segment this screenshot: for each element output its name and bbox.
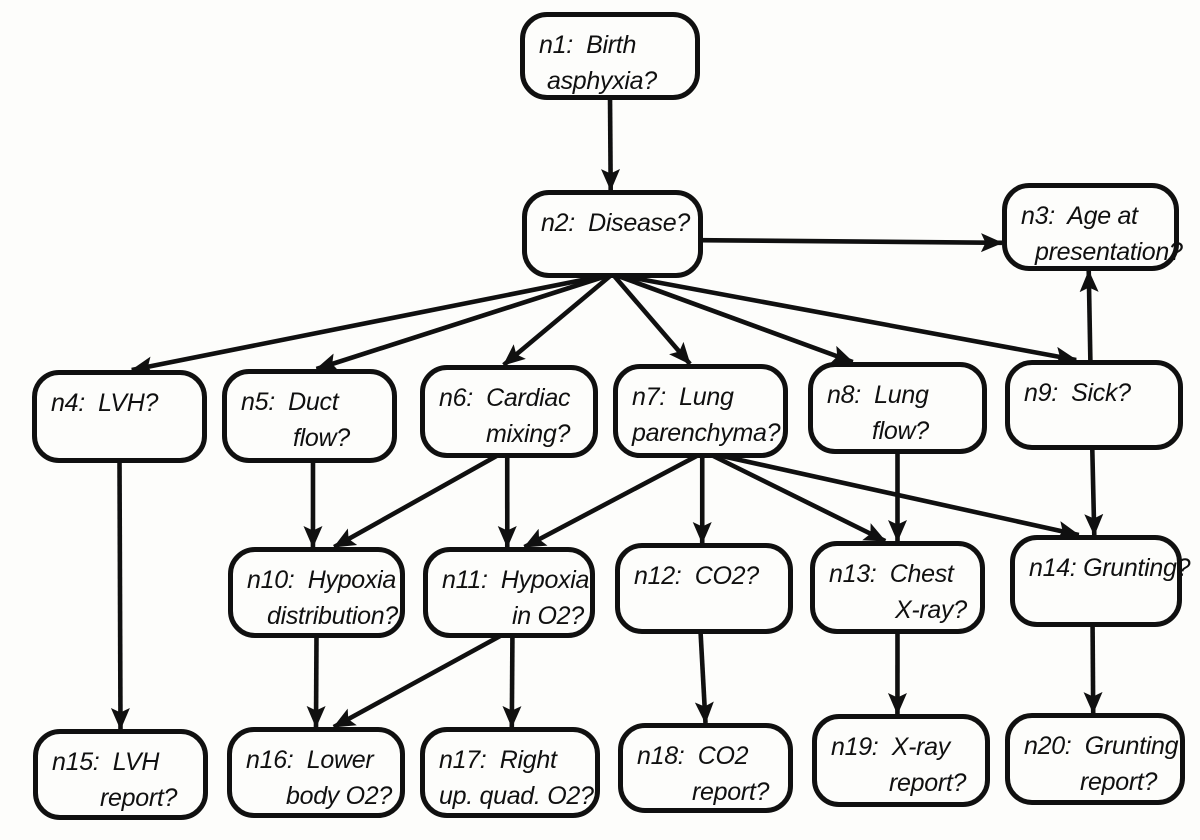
node-n15: n15: LVH report?	[33, 729, 208, 820]
node-n16: n16: Lower body O2?	[227, 727, 405, 818]
node-n1: n1: Birth asphyxia?	[520, 12, 700, 100]
node-n13-label-line-1: n13: Chest	[829, 560, 954, 588]
node-n4: n4: LVH?	[32, 370, 207, 463]
node-n16-label-line-1: n16: Lower	[246, 746, 374, 774]
node-n18-label-line-2: report?	[692, 778, 770, 806]
node-n5: n5: Duct flow?	[222, 369, 397, 463]
node-n6: n6: Cardiac mixing?	[420, 365, 598, 458]
node-n7-label-line-1: n7: Lung	[632, 383, 734, 411]
edge-n2-n4	[130, 271, 613, 376]
node-n6-label-line-2: mixing?	[486, 420, 571, 448]
edge-n11-n17	[502, 633, 522, 728]
node-n14-label-line-1: n14: Grunting?	[1029, 554, 1191, 582]
node-n18-label-line-1: n18: CO2	[637, 742, 749, 770]
node-n11: n11: Hypoxia in O2?	[423, 547, 595, 638]
edge-n2-n6	[502, 272, 614, 367]
node-n8-label-line-2: flow?	[872, 417, 929, 445]
node-n5-label-line-2: flow?	[293, 424, 350, 452]
node-n16-label-line-2: body O2?	[286, 782, 393, 810]
node-n11-label-line-2: in O2?	[512, 602, 584, 630]
edge-n12-n18	[694, 629, 714, 724]
node-n9: n9: Sick?	[1005, 360, 1183, 450]
node-n8: n8: Lung flow?	[808, 362, 987, 454]
edge-n11-n16	[332, 631, 505, 730]
edge-n7-n13	[708, 451, 887, 544]
node-n10-label-line-2: distribution?	[267, 602, 398, 630]
node-n6-label-line-1: n6: Cardiac	[439, 384, 571, 412]
node-n3-label-line-1: n3: Age at	[1021, 202, 1138, 230]
node-n1-label-line-2: asphyxia?	[547, 67, 657, 95]
edge-n1-n2	[601, 95, 621, 191]
node-n17: n17: Right up. quad. O2?	[420, 727, 600, 818]
edge-n4-n15	[110, 458, 130, 730]
edge-n2-n9	[612, 271, 1078, 366]
node-n17-label-line-2: up. quad. O2?	[439, 782, 594, 810]
node-n3-label-line-2: presentation?	[1035, 238, 1183, 266]
node-n19-label-line-1: n19: X-ray	[831, 733, 950, 761]
node-n12-label-line-1: n12: CO2?	[634, 562, 759, 590]
node-n9-label-line-1: n9: Sick?	[1024, 379, 1131, 407]
node-n12: n12: CO2?	[615, 543, 793, 634]
node-n2-label-line-1: n2: Disease?	[541, 209, 690, 237]
node-n15-label-line-1: n15: LVH	[52, 748, 160, 776]
node-n17-label-line-1: n17: Right	[439, 746, 557, 774]
edge-n9-n14	[1084, 445, 1104, 536]
node-n10-label-line-1: n10: Hypoxia	[247, 566, 396, 594]
node-n20-label-line-2: report?	[1080, 768, 1158, 796]
edge-n2-n8	[611, 271, 854, 365]
node-n4-label-line-1: n4: LVH?	[51, 389, 159, 417]
node-n14: n14: Grunting?	[1010, 535, 1191, 627]
node-n2: n2: Disease?	[522, 190, 703, 278]
node-n19-label-line-2: report?	[889, 769, 967, 797]
edge-n9-n3	[1079, 270, 1099, 365]
edge-n7-n11	[523, 451, 702, 550]
node-n3: n3: Age at presentation?	[1002, 183, 1183, 271]
node-n7: n7: Lung parenchyma?	[613, 364, 788, 458]
edge-n2-n3	[698, 233, 1003, 253]
node-n7-label-line-2: parenchyma?	[632, 419, 781, 447]
node-n1-label-line-1: n1: Birth	[539, 31, 637, 59]
node-n8-label-line-1: n8: Lung	[827, 381, 929, 409]
edge-n14-n20	[1083, 622, 1103, 714]
node-n5-label-line-1: n5: Duct	[241, 388, 339, 416]
node-n20-label-line-1: n20: Grunting	[1024, 732, 1179, 760]
node-n11-label-line-1: n11: Hypoxia	[442, 566, 590, 594]
node-n18: n18: CO2 report?	[618, 723, 793, 813]
node-n19: n19: X-ray report?	[812, 714, 990, 807]
edge-n2-n7	[610, 272, 692, 366]
node-n15-label-line-2: report?	[100, 784, 178, 812]
edge-n2-n5	[315, 271, 614, 372]
node-n13-label-line-2: X-ray?	[895, 596, 967, 624]
node-n10: n10: Hypoxia distribution?	[228, 547, 405, 638]
node-n20: n20: Grunting report?	[1005, 713, 1185, 805]
edge-n6-n10	[333, 451, 502, 550]
edge-n10-n16	[306, 633, 326, 728]
